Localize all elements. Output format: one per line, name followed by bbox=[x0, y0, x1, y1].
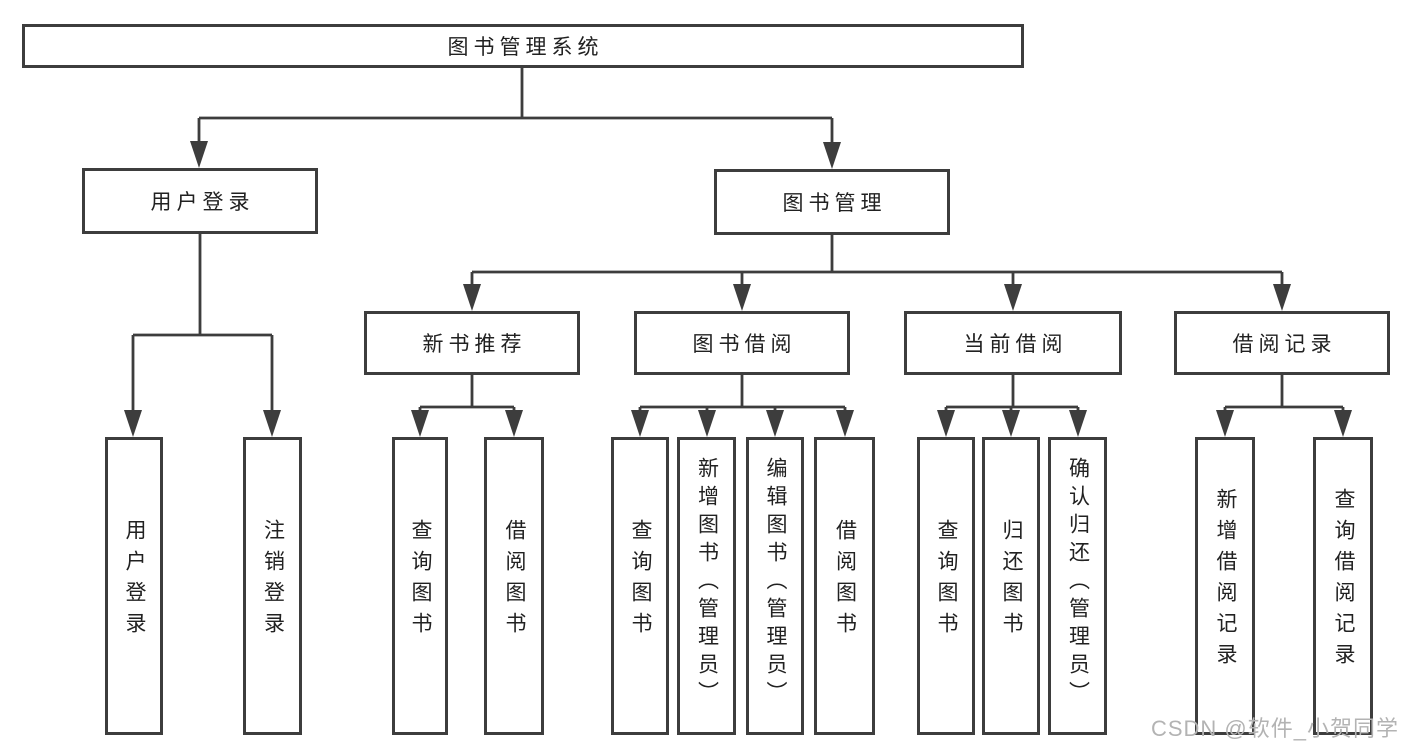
leaf-add-borrow-record: 新增借阅记录 bbox=[1195, 437, 1255, 735]
arrowhead-icon bbox=[1002, 410, 1020, 437]
leaf-add-book-admin: 新增图书（管理员） bbox=[677, 437, 736, 735]
leaf-query-books-current: 查询图书 bbox=[917, 437, 975, 735]
arrowhead-icon bbox=[937, 410, 955, 437]
node-label: 图书管理系统 bbox=[447, 36, 604, 59]
leaf-confirm-return-admin: 确认归还（管理员） bbox=[1048, 437, 1107, 735]
node-label: 新书推荐 bbox=[422, 333, 527, 356]
leaf-edit-book-admin: 编辑图书（管理员） bbox=[746, 437, 804, 735]
arrowhead-icon bbox=[124, 410, 142, 437]
leaf-label: 新增借阅记录 bbox=[1214, 488, 1237, 674]
leaf-label: 新增图书（管理员） bbox=[695, 457, 719, 709]
leaf-query-books-borrow: 查询图书 bbox=[611, 437, 669, 735]
arrowhead-icon bbox=[1273, 284, 1291, 311]
node-current-borrowing: 当前借阅 bbox=[904, 311, 1122, 375]
arrowhead-icon bbox=[411, 410, 429, 437]
leaf-query-books-recommend: 查询图书 bbox=[392, 437, 448, 735]
leaf-label: 注销登录 bbox=[261, 519, 285, 643]
leaf-label: 查询图书 bbox=[629, 519, 652, 643]
leaf-label: 借阅图书 bbox=[833, 519, 857, 643]
watermark-text: CSDN @软件_小贺同学 bbox=[1150, 716, 1399, 741]
node-book-management: 图书管理 bbox=[714, 169, 950, 235]
connector-path bbox=[131, 68, 1345, 412]
leaf-query-borrow-record: 查询借阅记录 bbox=[1313, 437, 1373, 735]
node-new-book-recommendation: 新书推荐 bbox=[364, 311, 580, 375]
arrowhead-icon bbox=[190, 141, 208, 168]
node-label: 图书借阅 bbox=[692, 333, 797, 356]
arrowhead-icon bbox=[263, 410, 281, 437]
arrowhead-icon bbox=[1334, 410, 1352, 437]
arrowhead-icon bbox=[631, 410, 649, 437]
leaf-return-books: 归还图书 bbox=[982, 437, 1040, 735]
leaf-user-login: 用户登录 bbox=[105, 437, 163, 735]
arrowhead-icon bbox=[1004, 284, 1022, 311]
node-library-management-system: 图书管理系统 bbox=[22, 24, 1024, 68]
leaf-logout: 注销登录 bbox=[243, 437, 302, 735]
arrowhead-icon bbox=[698, 410, 716, 437]
arrowhead-icon bbox=[733, 284, 751, 311]
leaf-borrow-books-recommend: 借阅图书 bbox=[484, 437, 544, 735]
arrowhead-icon bbox=[766, 410, 784, 437]
leaf-label: 用户登录 bbox=[123, 519, 146, 643]
arrowhead-icon bbox=[463, 284, 481, 311]
arrowhead-icon bbox=[505, 410, 523, 437]
node-user-login: 用户登录 bbox=[82, 168, 318, 234]
arrowhead-icon bbox=[823, 142, 841, 169]
arrowhead-icon bbox=[836, 410, 854, 437]
leaf-label: 归还图书 bbox=[1000, 519, 1023, 643]
leaf-label: 查询图书 bbox=[935, 519, 958, 643]
leaf-label: 借阅图书 bbox=[503, 519, 526, 643]
arrowhead-icon bbox=[1069, 410, 1087, 437]
node-label: 用户登录 bbox=[150, 191, 255, 214]
leaf-label: 确认归还（管理员） bbox=[1066, 457, 1090, 709]
node-book-borrowing: 图书借阅 bbox=[634, 311, 850, 375]
arrowhead-icon bbox=[1216, 410, 1234, 437]
node-label: 图书管理 bbox=[782, 192, 887, 215]
leaf-label: 查询图书 bbox=[409, 519, 432, 643]
node-label: 借阅记录 bbox=[1232, 333, 1337, 356]
node-borrowing-records: 借阅记录 bbox=[1174, 311, 1390, 375]
leaf-label: 编辑图书（管理员） bbox=[764, 457, 787, 709]
leaf-borrow-books: 借阅图书 bbox=[814, 437, 875, 735]
leaf-label: 查询借阅记录 bbox=[1332, 488, 1355, 674]
node-label: 当前借阅 bbox=[963, 333, 1068, 356]
